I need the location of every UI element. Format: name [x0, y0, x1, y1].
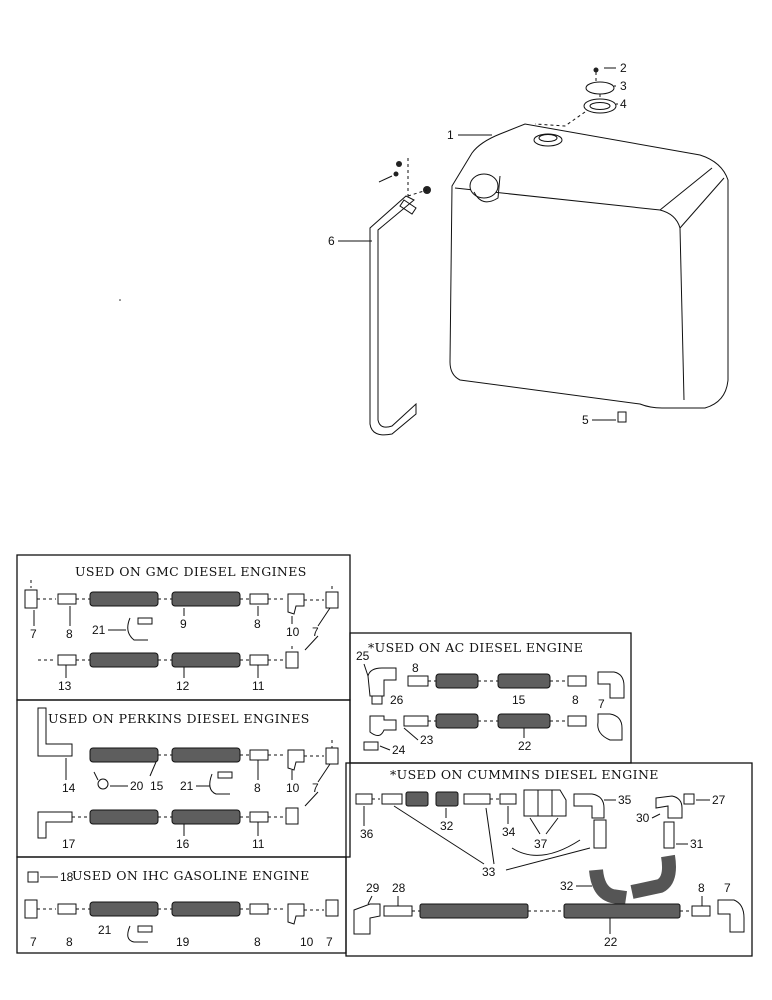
- ac-callout-8a: 8: [412, 661, 419, 675]
- ihc-callout-18: 18: [60, 870, 74, 884]
- gmc-callout-7b: 7: [312, 625, 319, 639]
- tank-callout-6: 6: [328, 234, 335, 248]
- gmc-callout-13: 13: [58, 679, 72, 693]
- tank-callouts: 2 3 4 1 6 5: [119, 61, 627, 427]
- tank-callout-4: 4: [620, 97, 627, 111]
- ac-callout-26: 26: [390, 693, 404, 707]
- panel-cummins: *USED ON CUMMINS DIESEL ENGINE: [345, 762, 753, 957]
- tank-callout-3: 3: [620, 79, 627, 93]
- panel-ac: *USED ON AC DIESEL ENGINE 25 26 8 15 8 7…: [349, 632, 632, 764]
- tank-cap-parts: [534, 67, 617, 127]
- panel-ihc: USED ON IHC GASOLINE ENGINE 18 7 8 21 19…: [16, 856, 347, 954]
- ac-callout-22: 22: [518, 739, 532, 753]
- gmc-callout-21: 21: [92, 623, 106, 637]
- panel-gmc: USED ON GMC DIESEL ENGINES 7 8 21 9 8 10…: [16, 554, 351, 701]
- gmc-callout-11: 11: [252, 679, 265, 693]
- perkins-callout-14: 14: [62, 781, 76, 795]
- cummins-callout-31: 31: [690, 837, 704, 851]
- cummins-callout-32a: 32: [440, 819, 454, 833]
- ac-callout-7: 7: [598, 697, 605, 711]
- panel-cummins-title: *USED ON CUMMINS DIESEL ENGINE: [390, 767, 659, 782]
- perkins-callout-11: 11: [252, 837, 265, 851]
- perkins-callout-10: 10: [286, 781, 300, 795]
- perkins-callout-16: 16: [176, 837, 190, 851]
- ac-callout-8b: 8: [572, 693, 579, 707]
- ihc-callout-7b: 7: [326, 935, 333, 949]
- cummins-callout-34: 34: [502, 825, 516, 839]
- ihc-callout-10: 10: [300, 935, 314, 949]
- gmc-callout-9: 9: [180, 617, 187, 631]
- ac-callout-15: 15: [512, 693, 526, 707]
- perkins-callout-8: 8: [254, 781, 261, 795]
- panel-gmc-title: USED ON GMC DIESEL ENGINES: [75, 564, 307, 579]
- perkins-callout-20: 20: [130, 779, 144, 793]
- panel-perkins: USED ON PERKINS DIESEL ENGINES 14 20 15 …: [16, 699, 351, 858]
- panel-ihc-title: USED ON IHC GASOLINE ENGINE: [72, 868, 310, 883]
- cummins-callout-8: 8: [698, 881, 705, 895]
- tank-strap: [369, 158, 431, 436]
- cummins-callout-22: 22: [604, 935, 618, 949]
- gmc-callout-8b: 8: [254, 617, 261, 631]
- ihc-callout-21: 21: [98, 923, 112, 937]
- cummins-callout-29: 29: [366, 881, 380, 895]
- cummins-callout-27: 27: [712, 793, 726, 807]
- ac-callout-23: 23: [420, 733, 434, 747]
- gmc-callout-8a: 8: [66, 627, 73, 641]
- gmc-callout-12: 12: [176, 679, 190, 693]
- cummins-callout-7: 7: [724, 881, 731, 895]
- cummins-callout-28: 28: [392, 881, 406, 895]
- gmc-callout-10: 10: [286, 625, 300, 639]
- tank-callout-5: 5: [582, 413, 589, 427]
- perkins-callout-15: 15: [150, 779, 164, 793]
- gmc-callout-7a: 7: [30, 627, 37, 641]
- panel-ac-title: *USED ON AC DIESEL ENGINE: [368, 640, 583, 655]
- panel-perkins-title: USED ON PERKINS DIESEL ENGINES: [48, 711, 310, 726]
- tank-callout-2: 2: [620, 61, 627, 75]
- fuel-tank: [449, 123, 729, 423]
- ac-callout-25: 25: [356, 649, 370, 663]
- ihc-callout-8b: 8: [254, 935, 261, 949]
- cummins-callout-36: 36: [360, 827, 374, 841]
- tank-callout-1: 1: [447, 128, 454, 142]
- ihc-callout-8a: 8: [66, 935, 73, 949]
- perkins-callout-17: 17: [62, 837, 76, 851]
- cummins-callout-37: 37: [534, 837, 548, 851]
- cummins-callout-32b: 32: [560, 879, 574, 893]
- cummins-callout-33: 33: [482, 865, 496, 879]
- ihc-callout-19: 19: [176, 935, 190, 949]
- ihc-callout-7a: 7: [30, 935, 37, 949]
- cummins-callout-35: 35: [618, 793, 632, 807]
- ac-callout-24: 24: [392, 743, 406, 757]
- cummins-callout-30: 30: [636, 811, 650, 825]
- perkins-callout-7: 7: [312, 781, 319, 795]
- perkins-callout-21: 21: [180, 779, 194, 793]
